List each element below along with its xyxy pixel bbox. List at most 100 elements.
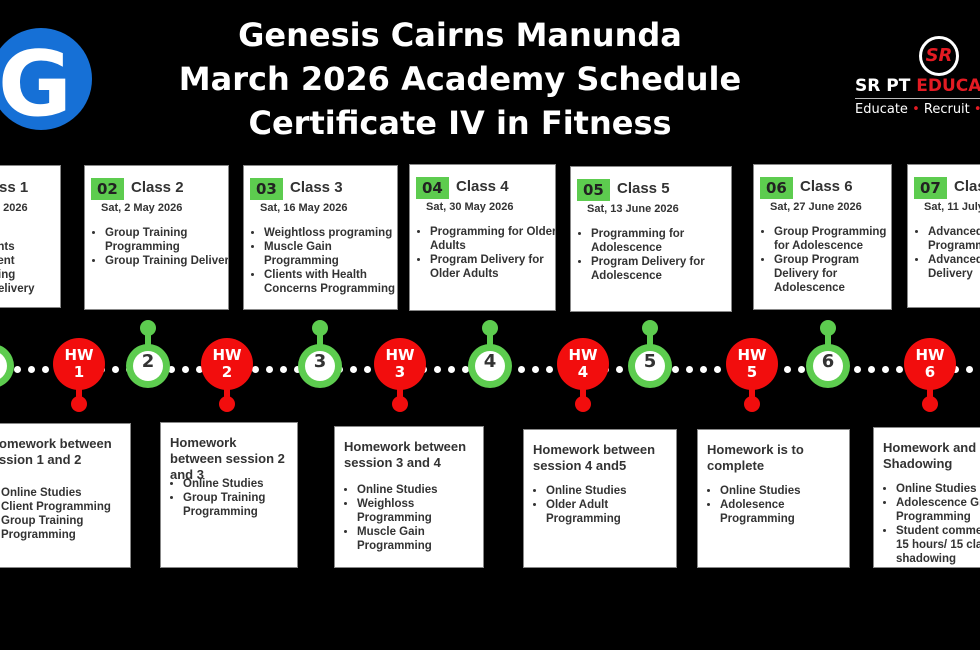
timeline-dot <box>280 366 287 373</box>
class-card-6: 06 Class 6 Sat, 27 June 2026Group Programm… <box>753 164 892 310</box>
class-title: Class 2 <box>131 179 184 196</box>
homework-title: Homework between session 4 and5 <box>533 442 656 473</box>
class-marker-number: 6 <box>813 351 843 381</box>
class-topic: Programming for Adolescence <box>591 227 731 255</box>
hw-label: HW <box>64 346 94 364</box>
marker-stem <box>397 386 403 400</box>
class-card-1: ss 1, 2026entslientningdelivery <box>0 165 61 308</box>
class-date: Sat, 27 June 2026 <box>770 201 862 213</box>
timeline-dot <box>714 366 721 373</box>
hw-label: HW <box>915 346 945 364</box>
class-topic: Programming for Older Adults <box>430 225 555 253</box>
timeline-dot <box>364 366 371 373</box>
class-marker-number: 2 <box>133 351 163 381</box>
hw-label: HW <box>737 346 767 364</box>
class-number-badge: 02 <box>91 178 124 200</box>
class-number-badge: 06 <box>760 177 793 199</box>
class-topics: Advanced ProgrammAdvanced Delivery <box>914 225 980 281</box>
class-marker-1: 1 <box>0 344 14 388</box>
homework-items: Online StudiesAdolesence Programming <box>706 484 849 526</box>
homework-item: Student comme 15 hours/ 15 clas shadowin… <box>896 524 980 566</box>
homework-title: omework between ssion 1 and 2 <box>0 436 112 467</box>
sr-logo-mark: SR <box>919 36 959 76</box>
timeline-dot <box>462 366 469 373</box>
marker-knob <box>71 396 87 412</box>
timeline-dot <box>350 366 357 373</box>
class-card-2: 02 Class 2 Sat, 2 May 2026Group Training P… <box>84 165 229 310</box>
class-topics: Programming for AdolescenceProgram Deliv… <box>577 227 731 283</box>
class-title: Class 3 <box>290 179 343 196</box>
timeline-dot <box>686 366 693 373</box>
timeline-dot <box>868 366 875 373</box>
class-title: Class 5 <box>617 180 670 197</box>
genesis-logo: G <box>0 28 92 137</box>
timeline-dot <box>182 366 189 373</box>
class-topic: Weightloss programing <box>264 226 397 240</box>
class-topics: Group Training ProgrammingGroup Training… <box>91 226 228 268</box>
timeline-dot <box>784 366 791 373</box>
class-marker-number: 1 <box>0 351 7 381</box>
homework-card-6: Homework and ShadowingOnline StudiesAdol… <box>873 427 980 568</box>
class-date: Sat, 2 May 2026 <box>101 202 183 214</box>
homework-item: Online Studies <box>357 483 483 497</box>
timeline-dot <box>546 366 553 373</box>
class-date: Sat, 13 June 2026 <box>587 203 679 215</box>
class-topics: Group Programming for AdolescenceGroup P… <box>760 225 891 295</box>
class-date: Sat, 11 July <box>924 201 980 213</box>
marker-stem <box>749 386 755 400</box>
class-number-badge: 03 <box>250 178 283 200</box>
class-topic: Advanced Delivery <box>928 253 980 281</box>
class-topic: Program Delivery for Older Adults <box>430 253 555 281</box>
homework-items: Online StudiesClient ProgrammingGroup Tr… <box>0 486 122 542</box>
hw-number: 3 <box>394 363 406 381</box>
class-marker-number: 4 <box>475 351 505 381</box>
homework-item: Online Studies <box>546 484 676 498</box>
marker-stem <box>224 386 230 400</box>
homework-title: Homework and Shadowing <box>883 440 977 471</box>
timeline-dot <box>672 366 679 373</box>
timeline-dot <box>854 366 861 373</box>
hw-label: HW <box>568 346 598 364</box>
class-marker-2: 2 <box>126 320 170 388</box>
class-topic: ning <box>0 269 16 281</box>
homework-title: Homework is to complete <box>707 442 804 473</box>
timeline-dot <box>294 366 301 373</box>
class-topic: Group Training Programming <box>105 226 228 254</box>
class-marker-number: 5 <box>635 351 665 381</box>
class-marker-4: 4 <box>468 320 512 388</box>
marker-knob <box>312 320 328 336</box>
marker-stem <box>927 386 933 400</box>
marker-knob <box>482 320 498 336</box>
marker-knob <box>140 320 156 336</box>
timeline-dot <box>518 366 525 373</box>
class-number-badge: 05 <box>577 179 610 201</box>
class-title: Class 6 <box>800 178 853 195</box>
timeline-dot <box>168 366 175 373</box>
homework-item: Adolescence Gr Programming <box>896 496 980 524</box>
sr-pt-education-logo: SR SR PT EDUCAT Educate • Recruit • <box>855 30 980 120</box>
class-marker-number: 3 <box>305 351 335 381</box>
hw-number: 6 <box>924 363 936 381</box>
timeline-dot <box>966 366 973 373</box>
timeline-dot <box>434 366 441 373</box>
marker-knob <box>922 396 938 412</box>
hw-number: 5 <box>746 363 758 381</box>
class-topics: Programming for Older AdultsProgram Deli… <box>416 225 555 281</box>
hw-number: 2 <box>221 363 233 381</box>
class-topic: Group Program Delivery for Adolescence <box>774 253 891 295</box>
marker-stem <box>825 330 831 346</box>
class-date: , 2026 <box>0 202 28 214</box>
hw-number: 4 <box>577 363 589 381</box>
class-title: ss 1 <box>0 179 29 196</box>
homework-items: Online StudiesAdolescence Gr Programming… <box>882 482 980 566</box>
marker-stem <box>487 330 493 346</box>
homework-title: Homework between session 3 and 4 <box>344 439 467 470</box>
hw-label: HW <box>212 346 242 364</box>
